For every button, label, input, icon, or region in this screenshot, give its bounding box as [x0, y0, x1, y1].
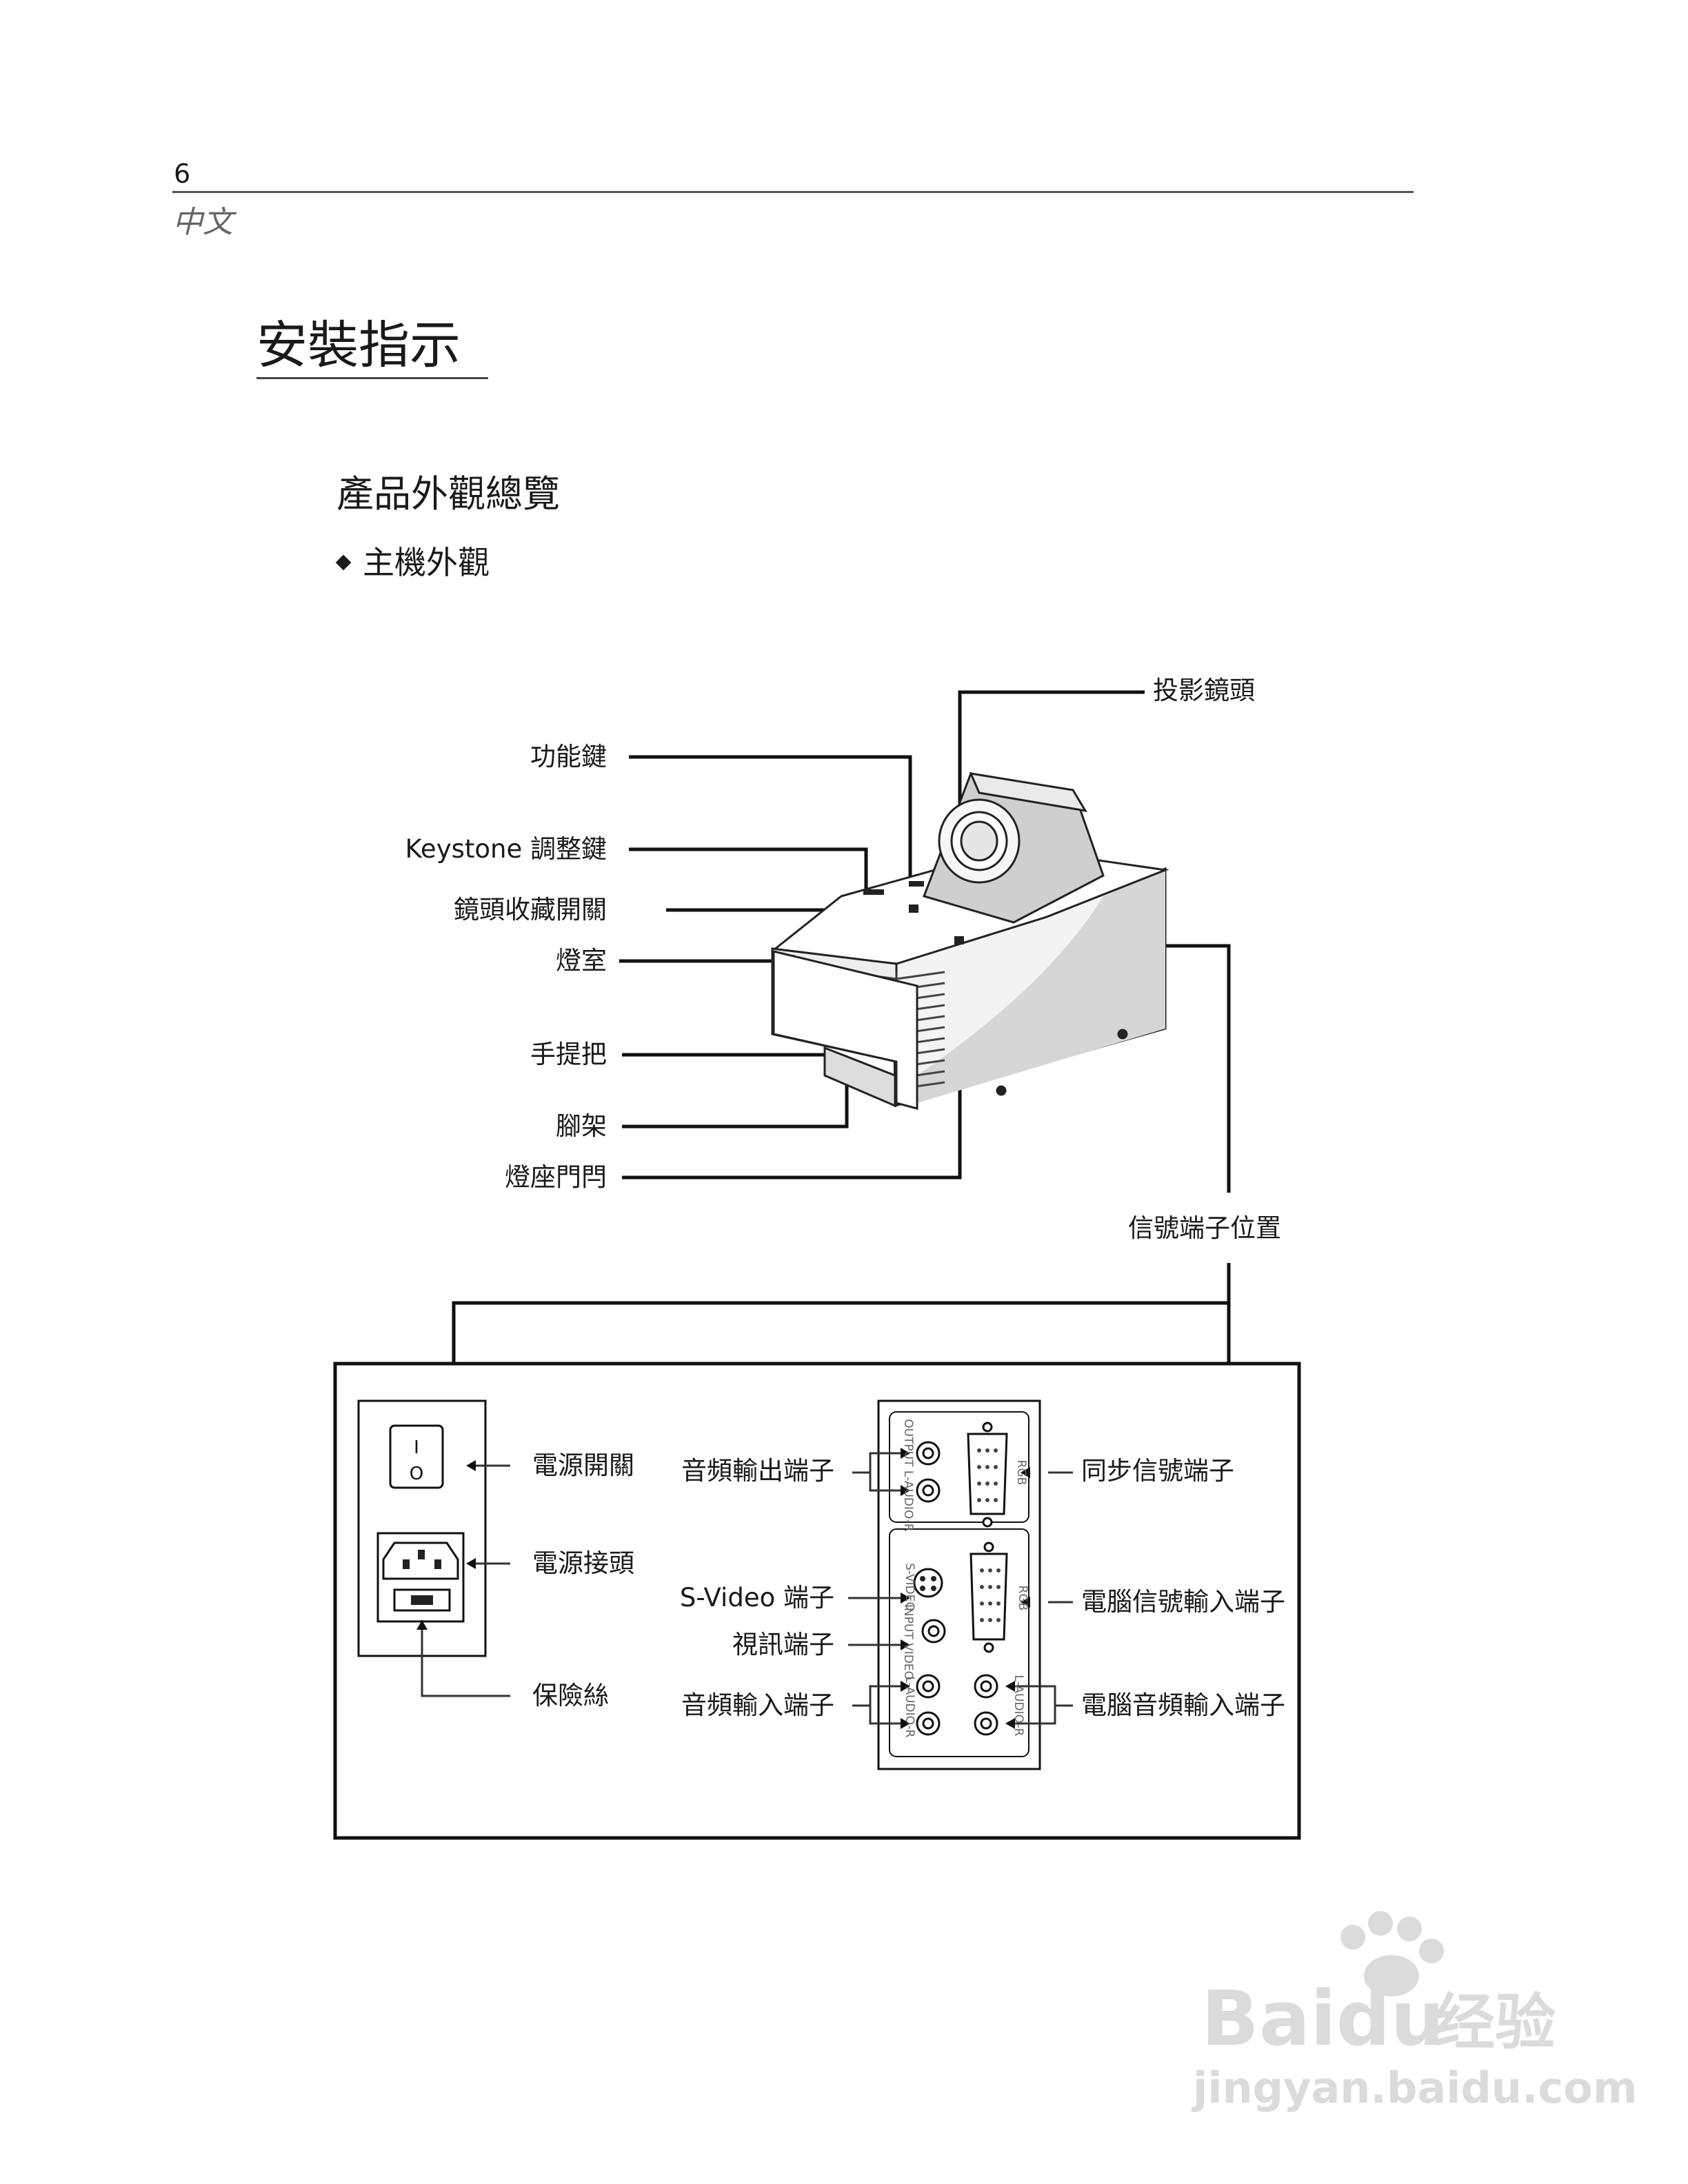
laudio-left-label: L-AUDIO-R — [903, 1677, 916, 1738]
paw-icon — [1340, 1911, 1444, 1996]
page-number: 6 — [174, 159, 191, 189]
rgb-mid-label: RGB — [1016, 1586, 1029, 1611]
callout-power-connector: 電源接頭 — [532, 1548, 634, 1578]
switch-marks: I O — [410, 1437, 423, 1484]
callout-signal-terminal-location: 信號端子位置 — [1128, 1213, 1281, 1243]
power-switch-rocker — [389, 1424, 444, 1489]
callout-fuse: 保險絲 — [532, 1681, 609, 1710]
callout-lamp-chamber: 燈室 — [556, 946, 607, 975]
callout-audio-input: 音頻輸入端子 — [681, 1690, 834, 1720]
callout-audio-output: 音頻輸出端子 — [681, 1456, 834, 1486]
sync-dsub-port — [967, 1422, 1008, 1528]
callout-keystone-keys: Keystone 調整鍵 — [405, 834, 607, 864]
callout-pc-audio-input: 電腦音頻輸入端子 — [1081, 1690, 1285, 1720]
watermark-url: jingyan.baidu.com — [1191, 2063, 1637, 2113]
section-title-underline — [257, 377, 488, 379]
callout-foot-stand: 腳架 — [556, 1111, 607, 1141]
watermark: Baidu 经验 jingyan.baidu.com — [1191, 1911, 1637, 2113]
bullet-item-label: 主機外觀 — [363, 544, 490, 581]
callout-lamp-door-latch: 燈座門閂 — [505, 1162, 607, 1192]
callout-svideo-terminal: S-Video 端子 — [679, 1583, 834, 1612]
bullet-item: 主機外觀 — [335, 538, 490, 583]
projector-body — [771, 847, 1169, 1110]
rear-panel-frame — [333, 1362, 1301, 1840]
svideo-port — [913, 1568, 943, 1598]
watermark-service: 经验 — [1434, 1987, 1556, 2058]
callout-pc-signal-input: 電腦信號輸入端子 — [1081, 1587, 1285, 1617]
header-divider — [172, 191, 1414, 193]
pc-dsub-pins — [980, 1568, 1001, 1622]
callout-power-switch: 電源開關 — [532, 1450, 634, 1480]
audio-input-jacks — [916, 1674, 941, 1736]
laudio-right-label: L-AUDIO-R — [1012, 1675, 1025, 1737]
callout-sync-signal: 同步信號端子 — [1081, 1456, 1234, 1486]
switch-off-mark: O — [410, 1464, 423, 1484]
panel-leaders — [848, 1452, 1073, 1725]
section-title: 安裝指示 — [257, 316, 461, 375]
lens-housing — [923, 772, 1105, 924]
svideo-label: S-VIDEO — [903, 1563, 916, 1611]
callout-lens-storage-switch: 鏡頭收藏開關 — [454, 895, 607, 924]
subsection-title: 產品外觀總覽 — [336, 472, 560, 516]
leader-lines — [452, 690, 1231, 1364]
top-buttons — [863, 881, 964, 944]
pc-audio-jacks — [974, 1674, 998, 1736]
pc-dsub-port — [969, 1541, 1008, 1653]
language-label: 中文 — [172, 205, 233, 240]
switch-on-mark: I — [414, 1437, 419, 1458]
output-audio-label: OUTPUT L-AUDIO-R — [901, 1419, 915, 1532]
input-video-label: INPUT VIDEO — [901, 1604, 915, 1680]
callout-function-keys: 功能鍵 — [530, 742, 607, 771]
callout-projection-lens: 投影鏡頭 — [1153, 676, 1255, 705]
port-labels: OUTPUT L-AUDIO-R RGB S-VIDEO INPUT VIDEO… — [901, 1419, 1029, 1737]
callout-video-terminal: 視訊端子 — [732, 1630, 834, 1659]
video-jack — [921, 1619, 946, 1644]
rgb-top-label: RGB — [1014, 1460, 1028, 1486]
sync-dsub-pins — [977, 1448, 998, 1502]
audio-output-jacks — [916, 1441, 941, 1503]
signal-module-frame — [877, 1399, 1041, 1770]
callout-handle: 手提把 — [530, 1040, 607, 1069]
watermark-brand: Baidu — [1201, 1974, 1445, 2063]
